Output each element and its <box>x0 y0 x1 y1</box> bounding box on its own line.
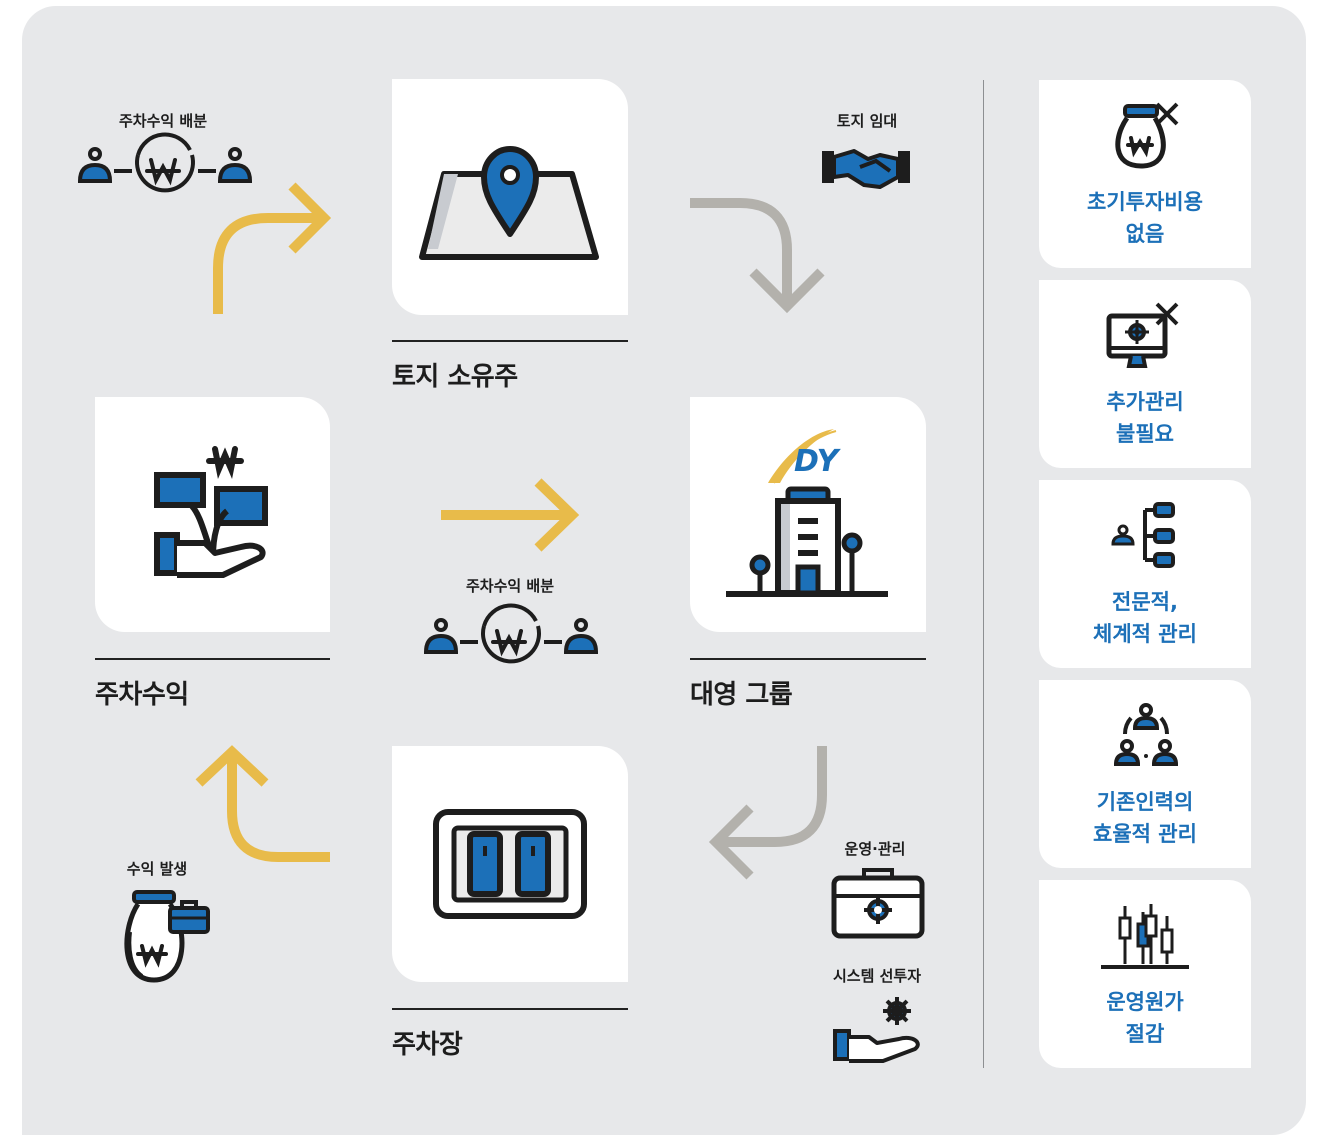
flow-label-bottom-right-1: 운영·관리 <box>844 840 906 858</box>
candlestick-icon <box>1101 904 1189 969</box>
flow-label-center: 주차수익 배분 <box>465 577 555 595</box>
arrow-daeyoung-to-parking-lot <box>708 746 827 880</box>
parking-lot-label: 주차장 <box>392 1030 463 1060</box>
parking-slots-icon <box>433 809 587 919</box>
team-icon <box>1113 703 1179 766</box>
monitor-cross-icon <box>1106 302 1179 368</box>
money-bag-cross-icon <box>1115 102 1179 169</box>
arrow-landowner-to-daeyoung <box>690 198 825 314</box>
parking-income-card <box>95 397 330 632</box>
landowner-label: 토지 소유주 <box>392 362 518 392</box>
section-divider <box>983 80 984 1068</box>
benefit-5-line1: 운영원가 <box>1106 990 1184 1014</box>
benefit-1-line1: 초기투자비용 <box>1087 190 1203 214</box>
benefit-5-line2: 절감 <box>1125 1022 1165 1046</box>
arrow-income-to-landowner <box>213 182 332 314</box>
handshake-icon <box>822 149 910 189</box>
money-bag-briefcase-icon <box>124 890 210 983</box>
logo-swoosh <box>768 429 834 483</box>
org-chart-icon <box>1111 502 1175 568</box>
landowner-card <box>392 79 628 315</box>
revenue-share-icon-center <box>423 603 599 664</box>
benefit-4-line2: 효율적 관리 <box>1093 822 1197 846</box>
benefit-card-2: 추가관리 불필요 <box>1039 280 1251 468</box>
benefit-3-line2: 체계적 관리 <box>1093 622 1197 646</box>
flow-label-top-right: 토지 임대 <box>836 112 898 130</box>
arrow-income-to-daeyoung <box>441 478 580 552</box>
flow-label-bottom-right-2: 시스템 선투자 <box>832 967 922 985</box>
revenue-share-icon <box>77 132 253 193</box>
daeyoung-card: DY <box>690 397 926 632</box>
benefit-card-1: 초기투자비용 없음 <box>1039 80 1251 268</box>
benefit-card-5: 운영원가 절감 <box>1039 880 1251 1068</box>
arrow-parking-lot-to-income <box>195 745 330 862</box>
money-plant-hand-icon <box>154 446 268 578</box>
parking-income-label: 주차수익 <box>95 680 189 710</box>
benefit-4-line1: 기존인력의 <box>1096 790 1194 814</box>
building-icon: DY <box>726 429 888 597</box>
flow-label-top-left: 주차수익 배분 <box>118 112 208 130</box>
benefit-2-line1: 추가관리 <box>1106 390 1184 414</box>
hand-gear-icon <box>833 997 920 1063</box>
logo-text: DY <box>794 444 842 479</box>
parking-income-divider <box>95 658 330 660</box>
daeyoung-divider <box>690 658 926 660</box>
parking-lot-divider <box>392 1008 628 1010</box>
benefit-2-line2: 불필요 <box>1116 422 1174 446</box>
benefit-card-4: 기존인력의 효율적 관리 <box>1039 680 1251 868</box>
daeyoung-label: 대영 그룹 <box>690 680 793 710</box>
landowner-divider <box>392 340 628 342</box>
toolbox-gear-icon <box>831 868 925 939</box>
benefit-card-3: 전문적, 체계적 관리 <box>1039 480 1251 668</box>
map-pin-icon <box>419 146 599 260</box>
parking-lot-card <box>392 746 628 982</box>
benefit-1-line2: 없음 <box>1125 222 1165 246</box>
benefit-3-line1: 전문적, <box>1112 590 1178 614</box>
flow-label-bottom-left: 수익 발생 <box>126 860 188 878</box>
